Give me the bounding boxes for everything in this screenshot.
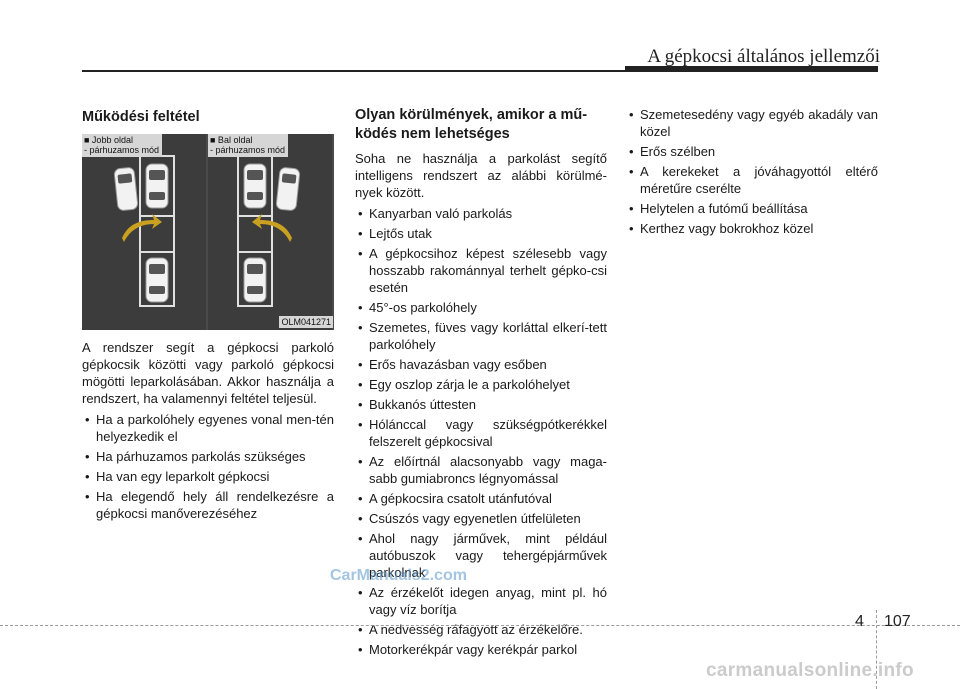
header-rule-accent xyxy=(625,66,878,72)
list-item: A kerekeket a jóváhagyottól eltérő méret… xyxy=(626,163,878,197)
figure-code: OLM041271 xyxy=(279,316,333,328)
column-operating-conditions: Működési feltétel ■ Jobb oldal - párh xyxy=(82,108,334,525)
list-item: Csúszós vagy egyenetlen útfelületen xyxy=(355,510,607,527)
list-item: Ahol nagy járművek, mint például autóbus… xyxy=(355,530,607,581)
left-side-parallel-panel: ■ Bal oldal - párhuzamos mód xyxy=(208,134,332,330)
section-heading-operating-condition: Működési feltétel xyxy=(82,109,200,125)
left-side-label-line1: ■ Bal oldal xyxy=(210,135,253,145)
list-item: Kerthez vagy bokrokhoz közel xyxy=(626,220,878,237)
not-possible-intro: Soha ne használja a parkolást segítő int… xyxy=(355,151,607,200)
right-side-parking-illustration xyxy=(82,134,206,330)
list-item: Kanyarban való parkolás xyxy=(355,205,607,222)
not-possible-list-continued: Szemetesedény vagy egyéb akadály van köz… xyxy=(626,106,878,237)
list-item: Az érzékelőt idegen anyag, mint pl. hó v… xyxy=(355,584,607,618)
left-side-parking-illustration xyxy=(208,134,332,330)
chapter-number: 4 xyxy=(855,613,864,630)
left-side-mode-label: ■ Bal oldal - párhuzamos mód xyxy=(208,134,289,157)
operating-condition-list: Ha a parkolóhely egyenes vonal men-tén h… xyxy=(82,411,334,522)
list-item: A gépkocsihoz képest szélesebb vagy hoss… xyxy=(355,245,607,296)
list-item: Erős szélben xyxy=(626,143,878,160)
page-number: 107 xyxy=(884,613,911,630)
list-item: Erős havazásban vagy esőben xyxy=(355,356,607,373)
list-item: Szemetes, füves vagy korláttal elkerí-te… xyxy=(355,319,607,353)
list-item: Helytelen a futómű beállítása xyxy=(626,200,878,217)
section-heading-not-possible: Olyan körülmények, amikor a mű-ködés nem… xyxy=(355,107,588,142)
list-item: Lejtős utak xyxy=(355,225,607,242)
right-side-label-line1: ■ Jobb oldal xyxy=(84,135,133,145)
list-item: A nedvesség ráfagyott az érzékelőre. xyxy=(355,621,607,638)
parking-diagram-figure: ■ Jobb oldal - párhuzamos mód xyxy=(82,134,334,330)
header-rule xyxy=(82,70,878,72)
list-item: Egy oszlop zárja le a parkolóhelyet xyxy=(355,376,607,393)
not-possible-list: Kanyarban való parkolás Lejtős utak A gé… xyxy=(355,205,607,658)
watermark-carmanuals2: CarManuals2.com xyxy=(330,567,467,584)
list-item: Ha párhuzamos parkolás szükséges xyxy=(82,448,334,465)
list-item: Bukkanós úttesten xyxy=(355,396,607,413)
operating-condition-paragraph: A rendszer segít a gépkocsi parkoló gépk… xyxy=(82,340,334,406)
column-not-possible-conditions: Olyan körülmények, amikor a mű-ködés nem… xyxy=(355,106,607,661)
right-side-mode-label: ■ Jobb oldal - párhuzamos mód xyxy=(82,134,163,157)
list-item: Ha a parkolóhely egyenes vonal men-tén h… xyxy=(82,411,334,445)
list-item: 45°-os parkolóhely xyxy=(355,299,607,316)
list-item: Szemetesedény vagy egyéb akadály van köz… xyxy=(626,106,878,140)
list-item: A gépkocsira csatolt utánfutóval xyxy=(355,490,607,507)
watermark-carmanualsonline: carmanualsonline.info xyxy=(706,660,914,681)
running-header: A gépkocsi általános jellemzői xyxy=(647,46,880,67)
list-item: Ha elegendő hely áll rendelkezésre a gép… xyxy=(82,488,334,522)
list-item: Motorkerékpár vagy kerékpár parkol xyxy=(355,641,607,658)
footer-vertical-dashed-rule xyxy=(876,610,877,689)
list-item: Hólánccal vagy szükségpótkerékkel felsze… xyxy=(355,416,607,450)
left-side-label-line2: - párhuzamos mód xyxy=(210,145,286,155)
footer-dashed-rule xyxy=(0,625,960,626)
list-item: Ha van egy leparkolt gépkocsi xyxy=(82,468,334,485)
right-side-parallel-panel: ■ Jobb oldal - párhuzamos mód xyxy=(82,134,206,330)
column-not-possible-continued: Szemetesedény vagy egyéb akadály van köz… xyxy=(626,106,878,240)
right-side-label-line2: - párhuzamos mód xyxy=(84,145,160,155)
list-item: Az előírtnál alacsonyabb vagy maga-sabb … xyxy=(355,453,607,487)
